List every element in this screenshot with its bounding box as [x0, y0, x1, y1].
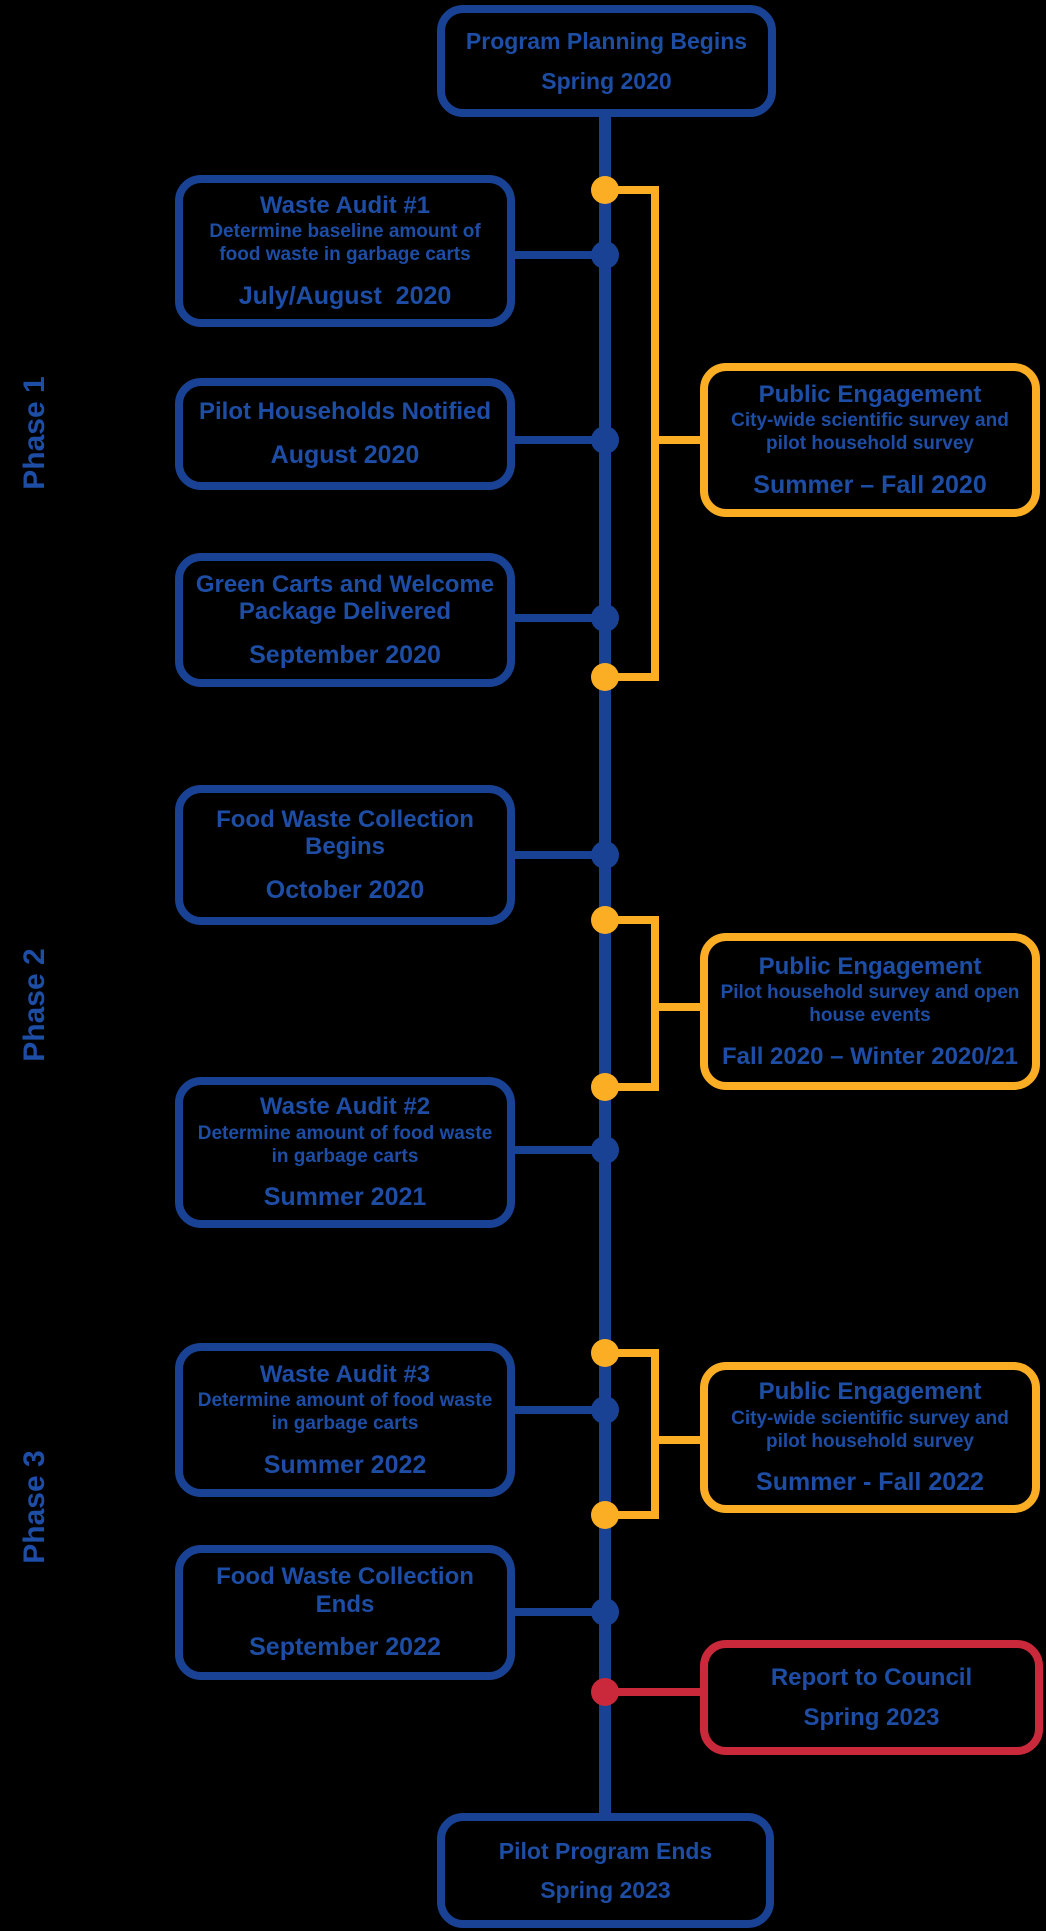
milestone-date: Summer 2021 [263, 1183, 427, 1212]
phase-1-label: Phase 1 [18, 376, 51, 490]
milestone-title: Pilot Program Ends [498, 1837, 713, 1864]
timeline-node-blue [591, 604, 619, 632]
bracket1-box-connector [655, 436, 705, 444]
phase-3-label: Phase 3 [18, 1450, 51, 1564]
milestone-pilot-households-notified: Pilot Households Notified August 2020 [175, 378, 515, 490]
timeline-node-blue [591, 1136, 619, 1164]
engagement-title: Public Engagement [758, 952, 982, 980]
connector-waste-audit-2 [510, 1146, 605, 1154]
timeline-node-yellow [591, 663, 619, 691]
milestone-food-waste-collection-ends: Food Waste Collection Ends September 202… [175, 1545, 515, 1680]
timeline-node-blue [591, 426, 619, 454]
milestone-title: Waste Audit #1 [259, 191, 431, 219]
milestone-subtitle: Determine amount of food waste in garbag… [197, 1390, 493, 1435]
bracket3-box-connector [655, 1436, 705, 1444]
bracket1-top-stub [605, 186, 659, 194]
timeline-node-red [591, 1678, 619, 1706]
milestone-pilot-program-ends: Pilot Program Ends Spring 2023 [437, 1813, 774, 1928]
milestone-waste-audit-2: Waste Audit #2 Determine amount of food … [175, 1077, 515, 1228]
timeline-node-blue [591, 1598, 619, 1626]
engagement-title: Public Engagement [758, 380, 982, 408]
engagement-phase-1: Public Engagement City-wide scientific s… [700, 363, 1040, 517]
engagement-date: Fall 2020 – Winter 2020/21 [722, 1042, 1018, 1070]
milestone-subtitle: Determine amount of food waste in garbag… [197, 1122, 493, 1167]
timeline-node-yellow [591, 176, 619, 204]
milestone-date: Spring 2020 [541, 67, 672, 94]
milestone-report-to-council: Report to Council Spring 2023 [700, 1640, 1043, 1755]
milestone-green-carts-delivered: Green Carts and Welcome Package Delivere… [175, 553, 515, 687]
engagement-subtitle: City-wide scientific survey and pilot ho… [731, 1407, 1009, 1452]
milestone-title: Food Waste Collection Begins [216, 805, 474, 861]
connector-collection-ends [510, 1608, 605, 1616]
timeline-node-yellow [591, 1073, 619, 1101]
connector-waste-audit-3 [510, 1406, 605, 1414]
bracket2-bottom-stub [605, 1083, 659, 1091]
bracket2-top-stub [605, 916, 659, 924]
bracket3-top-stub [605, 1349, 659, 1357]
connector-waste-audit-1 [510, 251, 605, 259]
connector-collection-begins [510, 851, 605, 859]
timeline-node-yellow [591, 1501, 619, 1529]
milestone-title: Food Waste Collection Ends [216, 1563, 474, 1618]
milestone-waste-audit-1: Waste Audit #1 Determine baseline amount… [175, 175, 515, 327]
bracket3-bottom-stub [605, 1511, 659, 1519]
timeline-node-blue [591, 1396, 619, 1424]
milestone-title: Waste Audit #2 [259, 1093, 431, 1121]
timeline-node-yellow [591, 1339, 619, 1367]
phase-2-label: Phase 2 [18, 948, 51, 1062]
milestone-date: August 2020 [270, 441, 420, 470]
timeline-node-blue [591, 841, 619, 869]
engagement-phase-3: Public Engagement City-wide scientific s… [700, 1362, 1040, 1513]
timeline-node-blue [591, 241, 619, 269]
bracket3-vertical [651, 1349, 659, 1519]
milestone-program-planning-begins: Program Planning Begins Spring 2020 [437, 5, 776, 117]
engagement-subtitle: City-wide scientific survey and pilot ho… [731, 410, 1009, 455]
milestone-subtitle: Determine baseline amount of food waste … [209, 221, 481, 266]
milestone-title: Waste Audit #3 [259, 1360, 431, 1388]
milestone-date: July/August 2020 [238, 281, 452, 310]
milestone-title: Pilot Households Notified [199, 398, 491, 426]
engagement-subtitle: Pilot household survey and open house ev… [720, 982, 1020, 1027]
bracket1-bottom-stub [605, 673, 659, 681]
connector-green-carts [510, 614, 605, 622]
engagement-date: Summer - Fall 2022 [756, 1468, 984, 1497]
milestone-title: Program Planning Begins [465, 28, 748, 55]
milestone-date: September 2022 [249, 1633, 441, 1662]
milestone-title: Report to Council [770, 1663, 973, 1691]
milestone-date: September 2020 [249, 640, 441, 669]
timeline-node-yellow [591, 906, 619, 934]
milestone-date: Summer 2022 [263, 1450, 427, 1479]
report-connector [605, 1688, 700, 1696]
engagement-phase-2: Public Engagement Pilot household survey… [700, 933, 1040, 1090]
engagement-date: Summer – Fall 2020 [753, 470, 987, 499]
milestone-waste-audit-3: Waste Audit #3 Determine amount of food … [175, 1343, 515, 1497]
milestone-date: Spring 2023 [803, 1704, 940, 1732]
bracket2-box-connector [655, 1003, 705, 1011]
milestone-date: October 2020 [265, 875, 425, 904]
bracket1-vertical [651, 186, 659, 681]
timeline-axis [599, 114, 611, 1816]
milestone-title: Green Carts and Welcome Package Delivere… [195, 570, 495, 626]
engagement-title: Public Engagement [758, 1378, 982, 1406]
connector-households-notified [510, 436, 605, 444]
milestone-date: Spring 2023 [540, 1877, 671, 1904]
milestone-food-waste-collection-begins: Food Waste Collection Begins October 202… [175, 785, 515, 925]
